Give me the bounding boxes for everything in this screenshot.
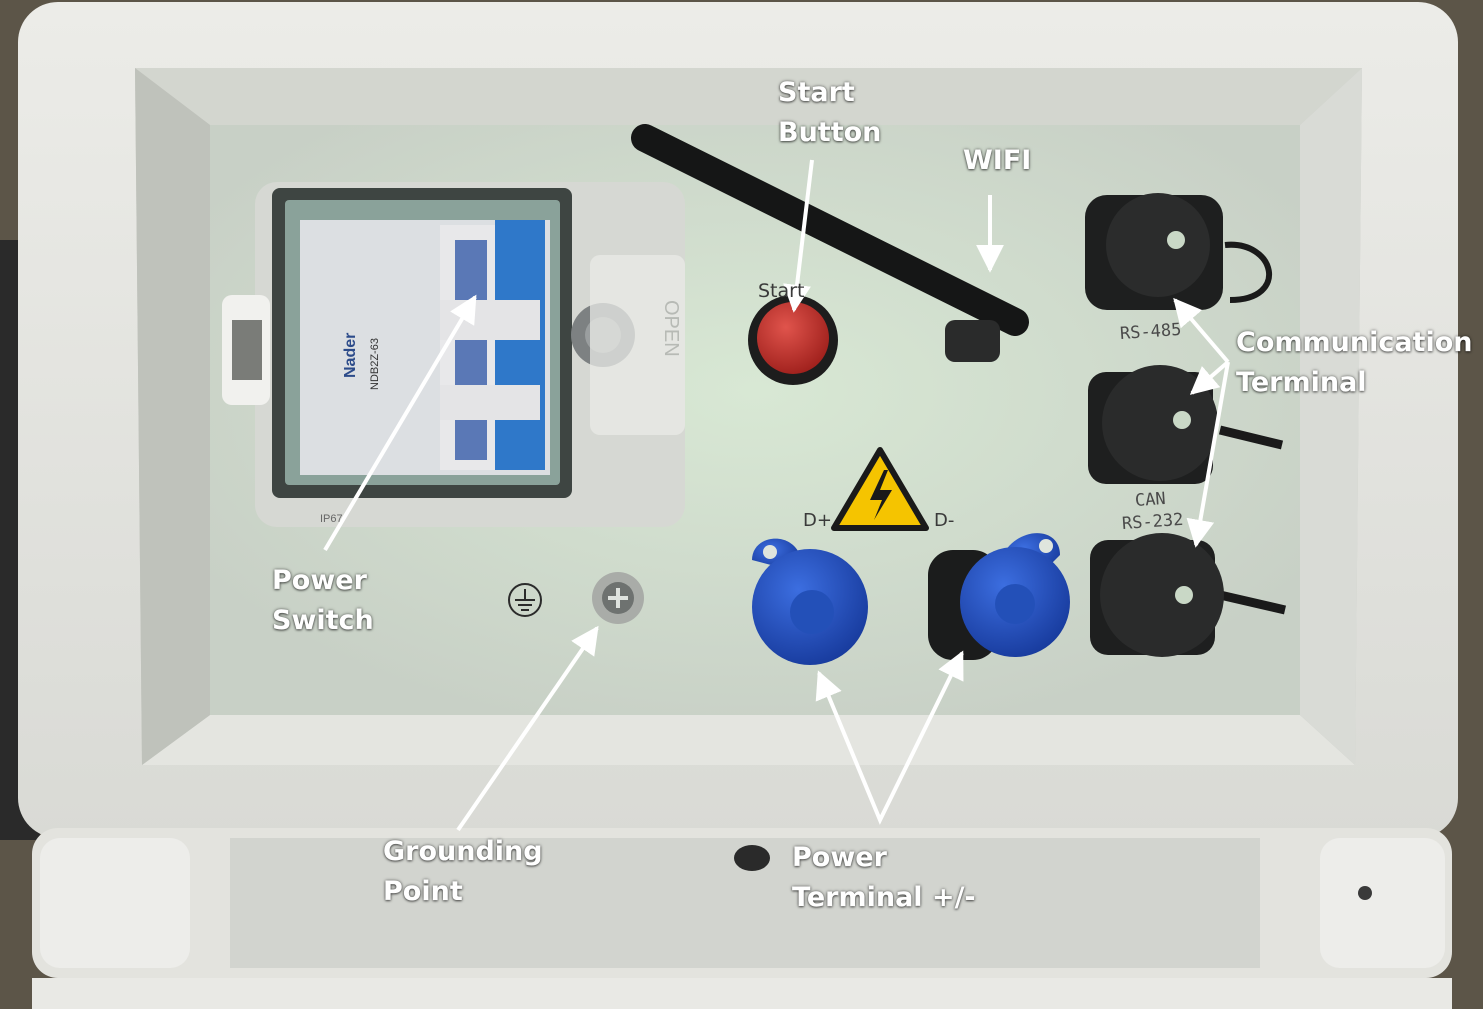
callout-arrows [323, 159, 1230, 832]
rs232-connector[interactable] [1090, 533, 1287, 657]
dc-minus-terminal[interactable] [928, 533, 1070, 660]
start-panel-label: Start [758, 280, 805, 302]
wifi-antenna [631, 124, 1029, 362]
rs485-label: RS-485 [1119, 319, 1183, 345]
can-connector[interactable] [1088, 365, 1284, 484]
breaker-model: NDB2Z-63 [369, 338, 381, 390]
ground-symbol-icon [508, 583, 542, 617]
grounding-screw[interactable] [592, 572, 644, 624]
wifi-callout: WIFI [963, 145, 1032, 176]
dc-plus-terminal[interactable] [752, 538, 868, 665]
can-label: CAN [1134, 488, 1167, 512]
start-button[interactable] [748, 295, 838, 385]
d-minus-label: D- [934, 510, 955, 531]
high-voltage-warning-icon [831, 447, 929, 531]
breaker-open-text: OPEN [660, 300, 682, 357]
breaker-brand: Nader [342, 333, 359, 378]
d-plus-label: D+ [803, 510, 832, 531]
power-switch[interactable]: Nader NDB2Z-63 OPEN IP67 [222, 182, 685, 527]
rs485-connector[interactable] [1085, 193, 1272, 310]
rs232-label: RS-232 [1121, 509, 1185, 535]
breaker-rating: IP67 [320, 513, 343, 525]
